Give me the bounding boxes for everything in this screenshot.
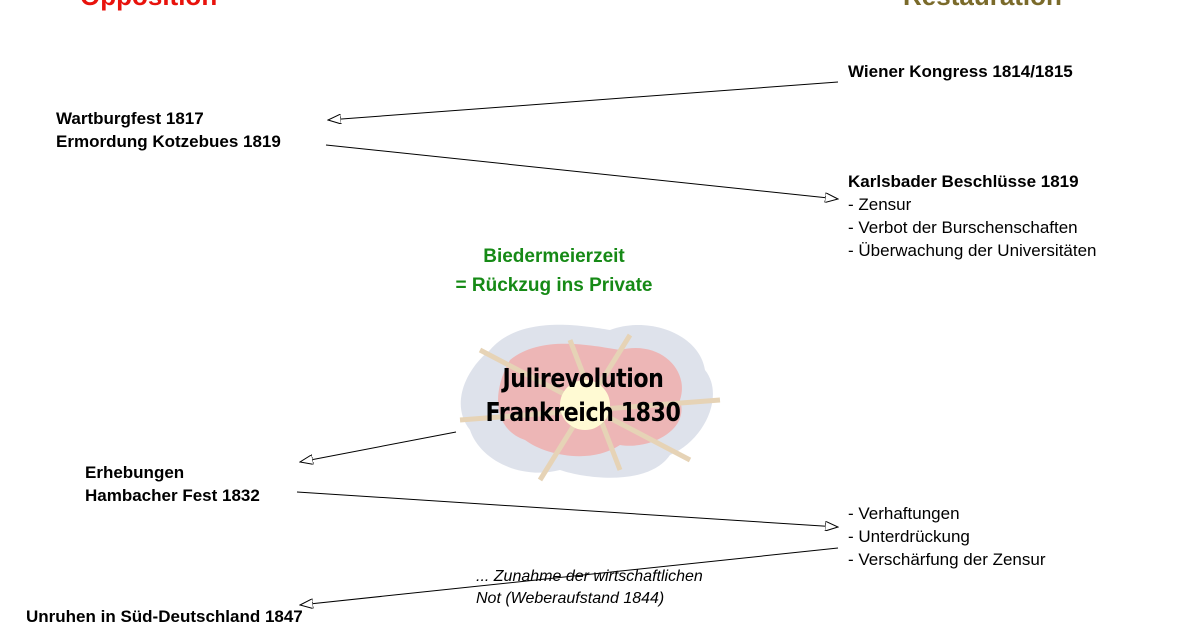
header-opposition: Opposition [80, 0, 217, 12]
burst-line1: Julirevolution [502, 364, 664, 394]
biedermeier-subtitle: = Rückzug ins Private [455, 275, 653, 296]
header-restauration: Restauration [903, 0, 1062, 12]
karlsbad-block: Karlsbader Beschlüsse 1819 - Zensur - Ve… [848, 170, 1097, 262]
reaction-block: - Verhaftungen - Unterdrückung - Verschä… [848, 502, 1045, 571]
reaction-item: - Verhaftungen [848, 504, 960, 523]
arrow-hambach-to-reaction [296, 491, 838, 527]
reaction-item: - Verschärfung der Zensur [848, 550, 1046, 569]
biedermeier-block: Biedermeierzeit = Rückzug ins Private [434, 242, 674, 300]
hambach-label: Hambacher Fest 1832 [85, 486, 260, 505]
karlsbad-item: - Überwachung der Universitäten [848, 241, 1097, 260]
arrow-wiener-to-wartburg [328, 81, 839, 120]
arrow-reaction-to-unruhen [300, 547, 839, 605]
biedermeier-title: Biedermeierzeit [483, 246, 625, 267]
wartburg-label: Wartburgfest 1817 [56, 109, 204, 128]
julirevolution-label: Julirevolution Frankreich 1830 [477, 362, 690, 430]
karlsbad-item: - Zensur [848, 195, 912, 214]
economic-line2: Not (Weberaufstand 1844) [476, 590, 665, 607]
reaction-item: - Unterdrückung [848, 527, 970, 546]
erhebungen-label: Erhebungen [85, 463, 185, 482]
arrow-kotzebue-to-karlsbad [325, 144, 838, 199]
arrow-julirev-to-erhebungen [300, 431, 457, 462]
karlsbad-item: - Verbot der Burschenschaften [848, 218, 1078, 237]
burst-line2: Frankreich 1830 [485, 398, 681, 428]
burst-graphic [459, 324, 721, 482]
economic-block: ... Zunahme der wirtschaftlichen Not (We… [476, 566, 703, 610]
erhebungen-block: Erhebungen Hambacher Fest 1832 [85, 461, 260, 507]
kotzebue-label: Ermordung Kotzebues 1819 [56, 132, 281, 151]
wartburg-block: Wartburgfest 1817 Ermordung Kotzebues 18… [56, 107, 281, 153]
unruhen-label: Unruhen in Süd-Deutschland 1847 [26, 607, 303, 626]
karlsbad-title: Karlsbader Beschlüsse 1819 [848, 172, 1079, 191]
economic-line1: ... Zunahme der wirtschaftlichen [476, 568, 703, 585]
wiener-label: Wiener Kongress 1814/1815 [848, 62, 1073, 81]
